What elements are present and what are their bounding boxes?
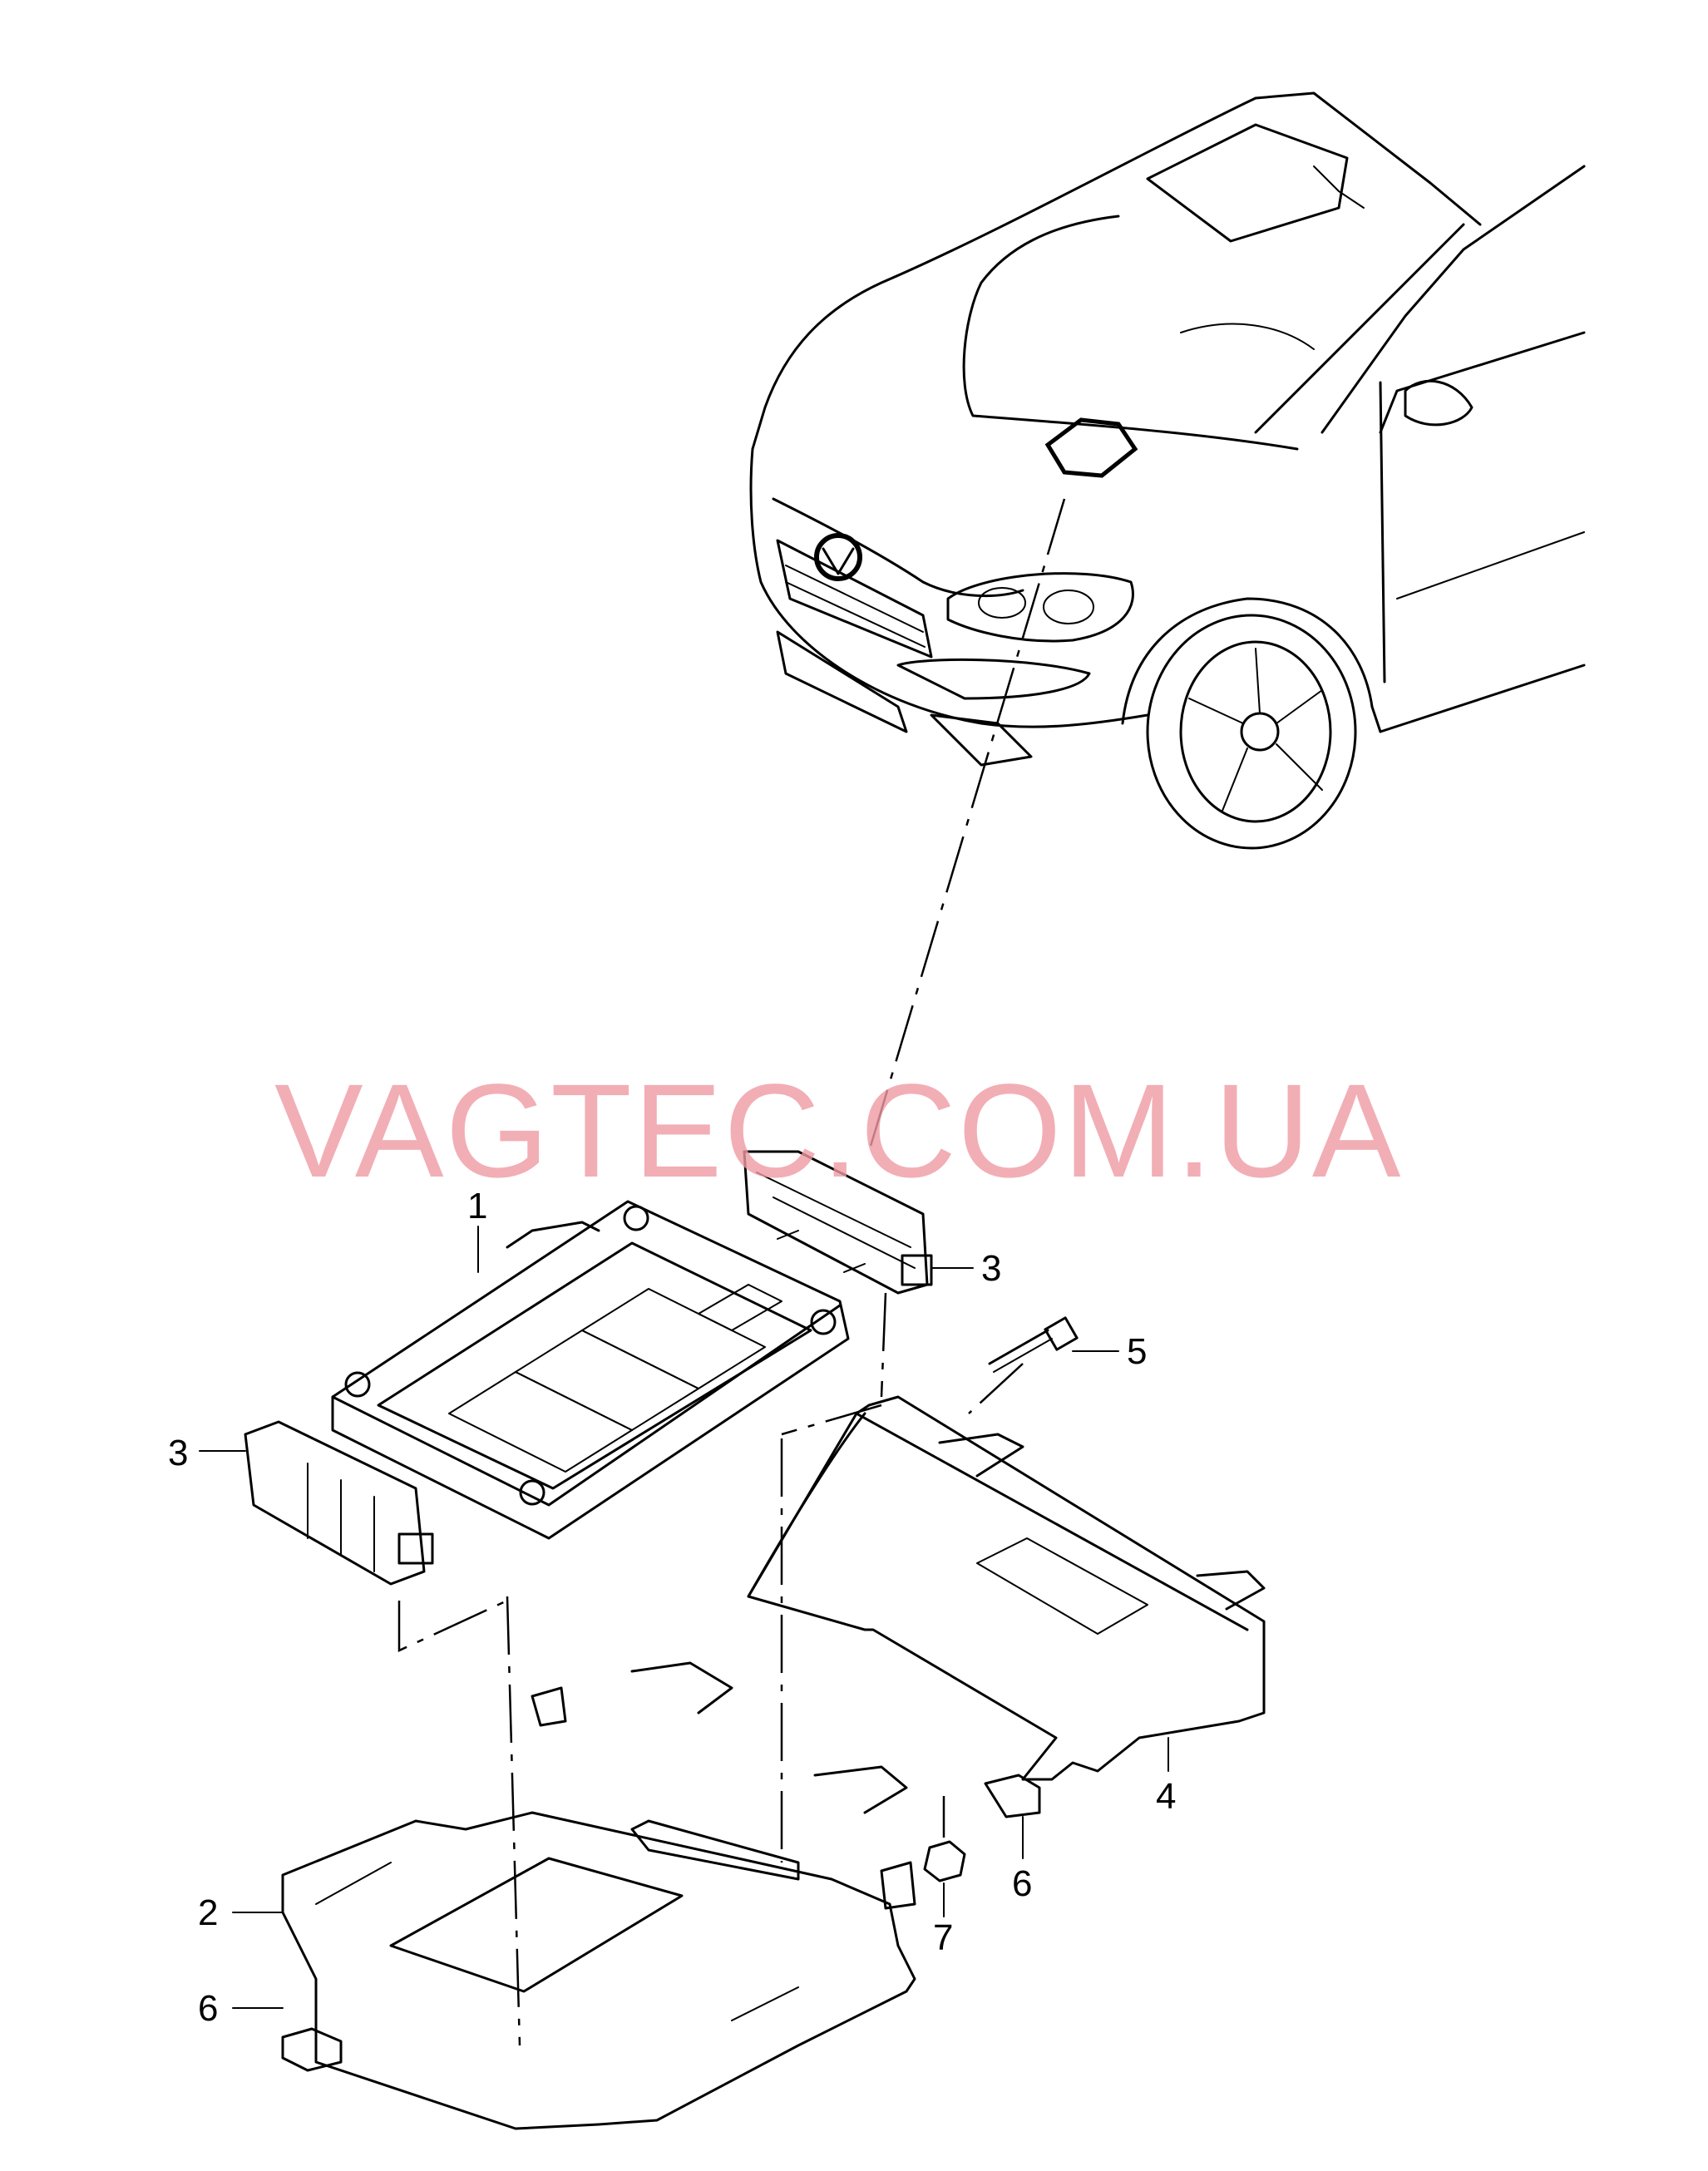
headlight	[946, 572, 1134, 643]
grille-bar-2	[785, 581, 926, 648]
leader-bolt	[968, 1363, 1024, 1414]
ecu-housing	[331, 1200, 850, 1540]
leader-bridge	[781, 1404, 882, 1436]
screw-hole-icon	[623, 1205, 649, 1231]
bracket-top-edge	[855, 1412, 1249, 1631]
bracket-tab-right	[1196, 1570, 1266, 1611]
ecu-connector-ridge	[506, 1221, 600, 1249]
connector-body	[244, 1420, 426, 1586]
connector-line-1	[756, 1172, 911, 1248]
ecu-rib-3	[581, 1288, 766, 1389]
bracket-recess	[976, 1537, 1148, 1635]
callout-3-right: 3	[981, 1248, 1001, 1289]
part-3-connector-left	[244, 1420, 434, 1586]
part-3-connector-right	[743, 1150, 933, 1295]
tray-slots	[315, 1862, 799, 2021]
connector-pins	[777, 1230, 866, 1273]
windshield-top	[1254, 91, 1482, 226]
bolt-shank-lower	[993, 1338, 1053, 1373]
car-illustration	[749, 91, 1586, 850]
door-edge	[1379, 381, 1386, 683]
screw-hole-icon	[810, 1309, 837, 1335]
connector-latch	[397, 1532, 434, 1565]
vw-badge-icon	[814, 533, 862, 581]
tray-mount-tab	[813, 1765, 908, 1814]
wiper	[1313, 165, 1365, 209]
side-sill	[1379, 664, 1586, 733]
windshield	[1146, 123, 1349, 243]
callout-7: 7	[933, 1917, 953, 1958]
headlight-lens-2	[1043, 590, 1094, 624]
connector-ribs	[307, 1463, 375, 1572]
location-hexagon-icon	[1044, 417, 1138, 478]
bolt-shank	[988, 1329, 1049, 1365]
part-5-bolt	[968, 1316, 1079, 1414]
bracket-tab-top	[938, 1433, 1024, 1478]
part-4-upper-bracket	[747, 1395, 1266, 1781]
roof-line	[1320, 165, 1586, 434]
grille	[776, 539, 933, 659]
hood-panel	[962, 215, 1299, 451]
hood-edge	[751, 96, 1257, 451]
tray-clip-right	[880, 1861, 916, 1910]
leader-connector-right	[880, 1292, 887, 1398]
leader-car-to-part	[867, 498, 1066, 1152]
window-line	[1379, 331, 1586, 434]
side-line	[1396, 531, 1585, 599]
rim	[1179, 640, 1332, 823]
part-1-control-unit	[331, 1200, 850, 1540]
lower-intake	[776, 630, 908, 733]
screw-hole-icon	[519, 1479, 545, 1506]
fog-light	[930, 713, 1033, 767]
ecu-cover	[377, 1241, 812, 1490]
bracket-body	[747, 1395, 1266, 1781]
callout-3-left: 3	[168, 1433, 188, 1473]
vw-badge-mark	[822, 547, 855, 575]
tray-recess	[389, 1857, 684, 1993]
headlight-lens-1	[978, 587, 1026, 619]
a-pillar	[1254, 223, 1465, 434]
part-2-lower-tray	[281, 1661, 916, 2130]
leader-connector-left	[397, 1599, 508, 1652]
tray-clip-left	[531, 1686, 567, 1727]
ecu-notch	[698, 1284, 782, 1331]
watermark: VAGTEC.COM.UA	[274, 1056, 1402, 1205]
screw-hole-icon	[344, 1371, 371, 1398]
part-6-clip-right	[984, 1774, 1041, 1818]
part-6-clip-left	[281, 2027, 343, 2072]
ecu-top-edge	[331, 1304, 842, 1507]
tire	[1146, 614, 1357, 850]
leader-ecu-down	[506, 1596, 521, 2046]
callout-2: 2	[198, 1892, 218, 1933]
side-mirror	[1404, 379, 1474, 427]
tray-mount-tab	[630, 1661, 733, 1715]
nut-hex-icon	[923, 1840, 966, 1882]
tray-rib	[630, 1819, 800, 1881]
grille-bar-1	[785, 565, 924, 633]
front-bumper	[749, 447, 1149, 728]
callout-1: 1	[467, 1186, 487, 1226]
callout-6-right: 6	[1012, 1863, 1032, 1904]
tray-body	[281, 1811, 916, 2130]
part-7-nut	[923, 1796, 966, 1882]
bracket-curve	[747, 1412, 866, 1598]
callout-5: 5	[1127, 1331, 1147, 1372]
bolt-head	[1044, 1316, 1079, 1351]
callout-4: 4	[1156, 1776, 1176, 1817]
grille-top	[772, 497, 1024, 598]
wheel-arch	[1121, 597, 1382, 733]
bumper-strip	[896, 658, 1091, 700]
connector-line-2	[773, 1197, 916, 1269]
callout-6-left: 6	[198, 1988, 218, 2029]
wheel-spokes	[1188, 648, 1323, 812]
wheel-hub-icon	[1240, 712, 1280, 752]
hood-crease	[1180, 323, 1315, 350]
connector-latch	[901, 1254, 933, 1286]
